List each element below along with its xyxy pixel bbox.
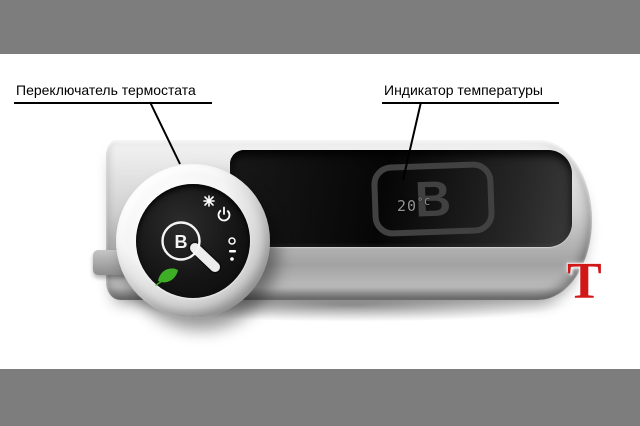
bottom-letterbox-bar: [0, 369, 640, 426]
temperature-display-panel: [230, 150, 572, 247]
knob-face-graphics: B: [155, 195, 236, 286]
mode-marks: [228, 237, 236, 261]
knob-brand-logo-letter: B: [175, 232, 188, 252]
label-temperature-indicator: Индикатор температуры: [382, 82, 559, 104]
label-thermostat-switch: Переключатель термостата: [14, 82, 212, 104]
top-letterbox-bar: [0, 0, 640, 54]
power-icon: [217, 206, 231, 222]
temperature-unit: °C: [417, 197, 432, 208]
brand-logo: B: [370, 160, 496, 238]
thermostat-knob-face: B: [136, 184, 250, 298]
dial-pointer-handle: [190, 243, 220, 272]
temperature-value: 20: [397, 197, 418, 215]
thermostat-knob-ring: B: [116, 164, 270, 318]
red-t-watermark: T: [567, 253, 602, 310]
sun-icon: [203, 195, 215, 207]
temperature-readout: 20°C: [397, 197, 431, 215]
knob-brand-logo-ring: [161, 221, 201, 261]
eco-leaf-icon: [155, 268, 178, 286]
